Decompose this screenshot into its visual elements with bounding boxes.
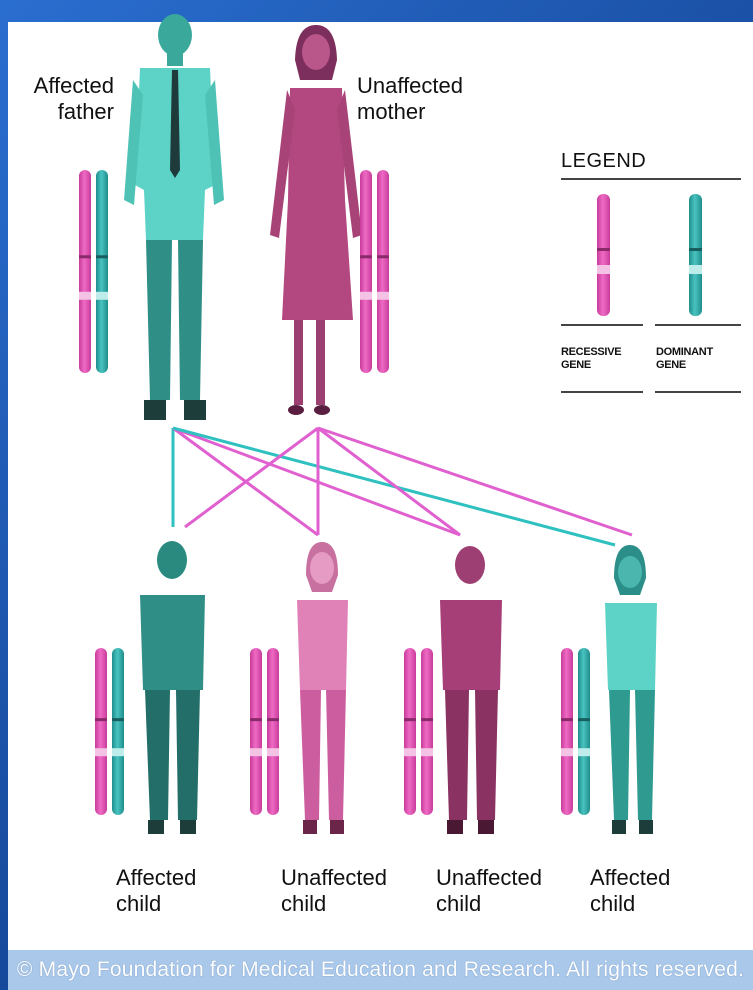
child2-label-line2: child — [281, 891, 387, 917]
legend-title: LEGEND — [561, 150, 646, 173]
father-figure-icon — [124, 14, 224, 420]
child3-recessive-chromosome-1-icon — [404, 648, 416, 815]
child3-recessive-chromosome-2-icon — [421, 648, 433, 815]
child2-label-line1: Unaffected — [281, 865, 387, 891]
child4-label-line1: Affected — [590, 865, 670, 891]
mother-recessive-chromosome-2-icon — [377, 170, 389, 373]
child4-label-line2: child — [590, 891, 670, 917]
child1-label-line1: Affected — [116, 865, 196, 891]
copyright-footer: © Mayo Foundation for Medical Education … — [8, 950, 753, 990]
child3-figure — [440, 546, 502, 834]
child2-recessive-chromosome-2-icon — [267, 648, 279, 815]
child1-figure — [140, 541, 205, 834]
father-label-line1: Affected — [18, 73, 114, 99]
child1-label-line2: child — [116, 891, 196, 917]
child1-dominant-chromosome-2-icon — [112, 648, 124, 815]
mother-label-line1: Unaffected — [357, 73, 463, 99]
child4-label: Affected child — [590, 865, 670, 917]
legend-recessive-chromosome-icon — [597, 194, 610, 316]
child3-label-line2: child — [436, 891, 542, 917]
line-mother-child4 — [318, 428, 632, 535]
child2-label: Unaffected child — [281, 865, 387, 917]
father-dominant-chromosome-2-icon — [96, 170, 108, 373]
mother-label-line2: mother — [357, 99, 463, 125]
legend-recessive-label: RECESSIVE GENE — [561, 346, 621, 372]
child3-label: Unaffected child — [436, 865, 542, 917]
line-mother-child3 — [318, 428, 460, 535]
legend-recessive-bottom-rule — [561, 391, 643, 393]
child1-label: Affected child — [116, 865, 196, 917]
legend-recessive-rule — [561, 324, 643, 326]
mother-label: Unaffected mother — [357, 73, 463, 125]
legend-dominant-chromosome-icon — [689, 194, 702, 316]
line-mother-child1 — [185, 428, 318, 527]
child4-dominant-chromosome-2-icon — [578, 648, 590, 815]
mother-figure-icon — [270, 25, 362, 415]
child3-label-line1: Unaffected — [436, 865, 542, 891]
legend-top-rule — [561, 178, 741, 180]
father-recessive-chromosome-1-icon — [79, 170, 91, 373]
father-label-line2: father — [18, 99, 114, 125]
child2-recessive-chromosome-1-icon — [250, 648, 262, 815]
legend-dominant-label: DOMINANT GENE — [656, 346, 713, 372]
child2-figure — [297, 542, 348, 834]
child1-recessive-chromosome-1-icon — [95, 648, 107, 815]
legend-dominant-rule — [655, 324, 741, 326]
inheritance-lines — [173, 428, 632, 545]
child4-recessive-chromosome-1-icon — [561, 648, 573, 815]
mother-recessive-chromosome-1-icon — [360, 170, 372, 373]
legend-dominant-bottom-rule — [655, 391, 741, 393]
father-label: Affected father — [18, 73, 114, 125]
child4-figure — [605, 545, 657, 834]
